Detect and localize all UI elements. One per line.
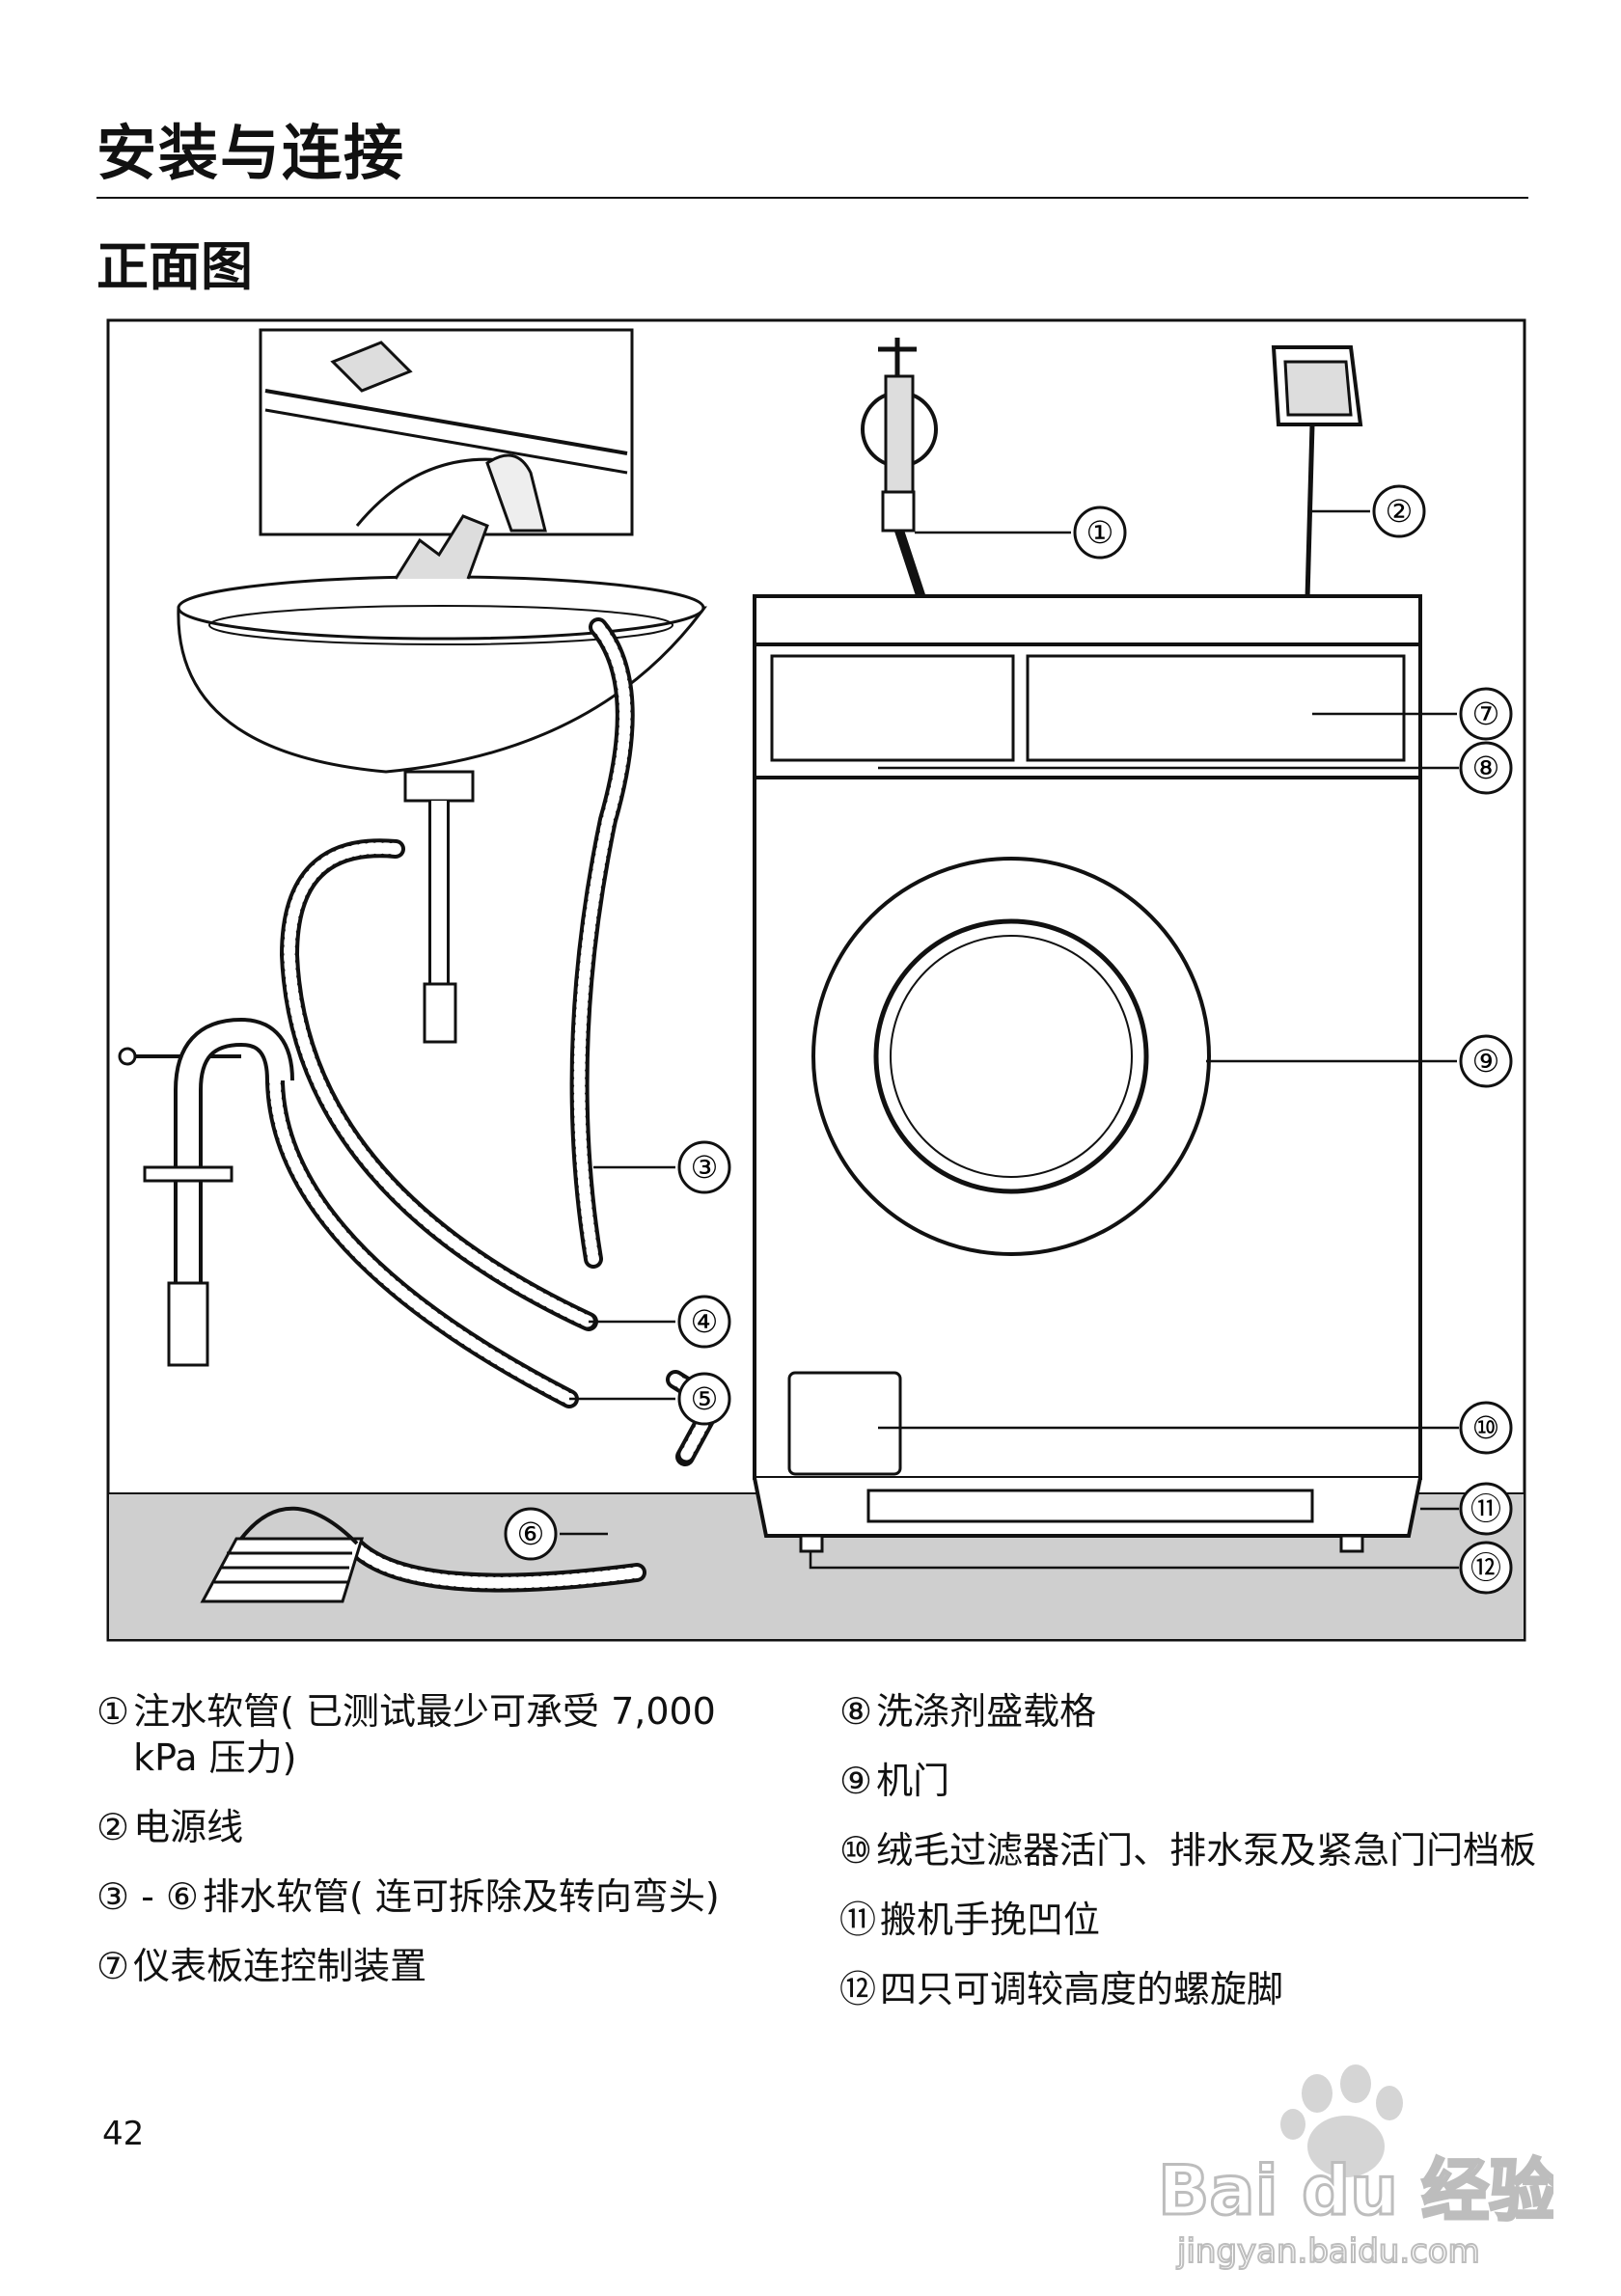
standpipe: [118, 1017, 294, 1367]
callout-1: ①: [1073, 506, 1127, 560]
svg-text:⑦: ⑦: [1472, 696, 1500, 732]
legend-num: ⑧: [839, 1690, 873, 1733]
sink: [177, 514, 707, 1044]
svg-text:⑧: ⑧: [1472, 750, 1500, 786]
drain-hoses: [264, 617, 728, 1593]
floor-drain: [200, 1506, 365, 1603]
legend-text: 排水软管( 连可拆除及转向弯头): [203, 1875, 720, 1918]
legend-item: ⑫ 四只可调较高度的螺旋脚: [839, 1966, 1553, 2012]
svg-text:③: ③: [691, 1149, 719, 1186]
title-rule: [96, 197, 1528, 199]
callout-9: ⑨: [1459, 1034, 1513, 1088]
legend-num: ⑨: [839, 1760, 873, 1802]
legend-item: ③ - ⑥ 排水软管( 连可拆除及转向弯头): [96, 1873, 791, 1920]
front-view-illustration: ① ② ③ ④ ⑤ ⑥ ⑦ ⑧ ⑨ ⑩ ⑪ ⑫: [106, 318, 1526, 1642]
legend-item: ① 注水软管( 已测试最少可承受 7,000 kPa 压力): [96, 1688, 791, 1781]
callout-10: ⑩: [1459, 1401, 1513, 1455]
legend-text: 仪表板连控制装置: [133, 1945, 427, 1987]
svg-text:⑤: ⑤: [691, 1380, 719, 1417]
legend-left: ① 注水软管( 已测试最少可承受 7,000 kPa 压力) ② 电源线 ③ -…: [96, 1688, 791, 2012]
legend-text: 搬机手挽凹位: [880, 1899, 1101, 1941]
legend-text: 四只可调较高度的螺旋脚: [880, 1968, 1284, 2010]
svg-text:⑪: ⑪: [1470, 1490, 1501, 1527]
callout-4: ④: [677, 1295, 731, 1349]
legend-item: ⑪ 搬机手挽凹位: [839, 1897, 1553, 1943]
callout-12: ⑫: [1459, 1541, 1513, 1595]
page-number: 42: [102, 2115, 145, 2153]
callout-6: ⑥: [504, 1507, 558, 1561]
legend-num: ②: [96, 1806, 130, 1848]
svg-text:①: ①: [1086, 514, 1114, 551]
legend-num: ⑫: [839, 1968, 877, 2010]
inset-detail: [259, 328, 634, 536]
legend-text: 注水软管( 已测试最少可承受 7,000 kPa 压力): [133, 1690, 716, 1779]
svg-text:⑥: ⑥: [517, 1516, 545, 1552]
page-title: 安装与连接: [96, 118, 406, 188]
power-socket: [1271, 345, 1363, 599]
svg-text:⑩: ⑩: [1472, 1409, 1500, 1446]
legend-num: ⑩: [839, 1829, 873, 1872]
legend-text: 洗涤剂盛载格: [876, 1690, 1097, 1733]
svg-text:⑨: ⑨: [1472, 1043, 1500, 1080]
leader-lines: [560, 509, 1459, 1570]
svg-text:②: ②: [1386, 493, 1414, 530]
svg-text:④: ④: [691, 1303, 719, 1340]
legend-item: ⑩ 绒毛过滤器活门、排水泵及紧急门闩档板: [839, 1827, 1553, 1873]
legend-item: ⑦ 仪表板连控制装置: [96, 1943, 791, 1989]
callout-2: ②: [1372, 484, 1426, 538]
legend-num: ①: [96, 1690, 130, 1733]
callout-8: ⑧: [1459, 741, 1513, 795]
section-subtitle: 正面图: [96, 236, 253, 297]
legend-text: 电源线: [133, 1806, 244, 1848]
legend-text: 绒毛过滤器活门、排水泵及紧急门闩档板: [876, 1829, 1537, 1872]
svg-text:Bai du 经验: Bai du 经验: [1158, 2151, 1553, 2230]
svg-text:jingyan.baidu.com: jingyan.baidu.com: [1176, 2232, 1480, 2271]
callout-5: ⑤: [677, 1372, 731, 1426]
legend-text: 机门: [876, 1760, 950, 1802]
callouts: ① ② ③ ④ ⑤ ⑥ ⑦ ⑧ ⑨ ⑩ ⑪ ⑫: [504, 484, 1513, 1595]
legend-num: ③ - ⑥: [96, 1875, 200, 1918]
callout-11: ⑪: [1459, 1482, 1513, 1536]
callout-3: ③: [677, 1140, 731, 1194]
legend-right: ⑧ 洗涤剂盛载格 ⑨ 机门 ⑩ 绒毛过滤器活门、排水泵及紧急门闩档板 ⑪ 搬机手…: [839, 1688, 1553, 2036]
legend-item: ⑧ 洗涤剂盛载格: [839, 1688, 1553, 1735]
washing-machine: [753, 594, 1422, 1553]
svg-text:⑫: ⑫: [1470, 1549, 1501, 1586]
baidu-watermark: Bai du 经验 jingyan.baidu.com: [1157, 2064, 1553, 2272]
callout-7: ⑦: [1459, 687, 1513, 741]
legend-item: ⑨ 机门: [839, 1758, 1553, 1804]
legend-num: ⑪: [839, 1899, 877, 1941]
water-tap: [861, 338, 938, 600]
legend-num: ⑦: [96, 1945, 130, 1987]
legend-item: ② 电源线: [96, 1804, 791, 1850]
